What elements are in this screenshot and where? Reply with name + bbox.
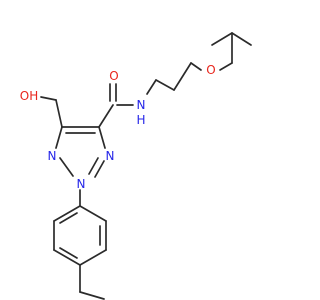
bond [155,79,175,91]
bond [59,212,78,224]
bond [98,104,114,128]
bond [231,32,252,46]
bond [79,291,105,300]
bond [219,62,233,71]
bond [146,79,157,95]
atom-label-ether-oxygen: O [206,63,215,77]
atom-label-hydroxyl: OH [20,89,38,103]
bond [79,205,107,222]
bond [40,96,57,101]
bond [79,249,107,266]
bond [59,157,74,177]
bond [173,62,192,91]
bond [98,126,106,149]
bond [94,160,105,178]
atom-label-ring-nitrogen-3: N [106,149,115,163]
bond [55,99,63,128]
bond [190,62,202,71]
atom-label-layer: O O OH N H N N N [20,63,216,191]
bond [53,205,81,222]
bond [59,247,78,259]
bond [88,157,99,175]
atom-label-ring-nitrogen-1: N [48,149,57,163]
atom-label-ring-nitrogen-2: N [77,177,86,191]
molecule-diagram: O O OH N H N N N [20,32,252,300]
atom-label-carbonyl-oxygen: O [109,69,118,83]
bond [211,32,233,46]
atom-label-amide-nitrogen: N [137,98,146,112]
bond [53,249,81,266]
atom-label-amide-hydrogen: H [136,113,145,127]
bond [55,126,63,149]
bond-layer [40,32,252,300]
